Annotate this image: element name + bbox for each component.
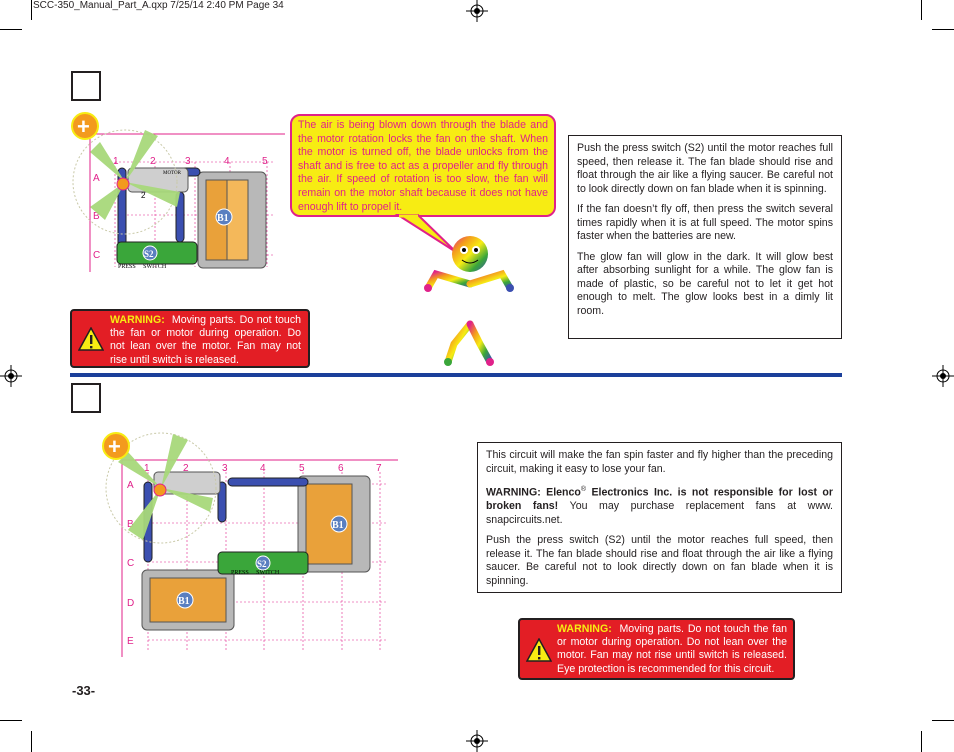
- speech-bubble-tail: [394, 214, 457, 253]
- grid-col-label: 4: [260, 463, 266, 474]
- switch-label: S2: [257, 559, 267, 569]
- crop-mark: [0, 29, 22, 30]
- motor-label: MOTOR: [163, 171, 182, 176]
- instruction-paragraph: The glow fan will glow in the dark. It w…: [577, 250, 833, 317]
- grid-row-label: C: [93, 250, 100, 261]
- plus-icon: +: [108, 434, 121, 459]
- page-number: -33-: [72, 683, 96, 698]
- grid-row-label: E: [127, 636, 134, 647]
- plus-icon: +: [77, 114, 90, 139]
- battery-label: B1: [178, 596, 190, 607]
- switch-text: PRESS SWITCH: [118, 264, 167, 270]
- warning-text: Moving parts. Do not touch the fan or mo…: [557, 623, 787, 675]
- grid-row-label: C: [127, 558, 134, 569]
- warning-text: Moving parts. Do not touch the fan or mo…: [110, 314, 302, 366]
- registration-mark-icon: [932, 365, 954, 387]
- grid-row-label: D: [127, 598, 134, 609]
- warning-box: WARNING: Moving parts. Do not touch the …: [70, 309, 310, 368]
- warning-label: WARNING:: [110, 314, 165, 326]
- instruction-paragraph: If the fan doesn’t fly off, then press t…: [577, 203, 833, 242]
- crop-mark: [932, 29, 954, 30]
- warning-label: WARNING:: [557, 623, 612, 635]
- registration-mark-icon: [466, 0, 488, 22]
- grid-row-label: A: [93, 173, 100, 184]
- instruction-paragraph: Push the press switch (S2) until the mot…: [577, 142, 833, 195]
- grid-col-label: 5: [299, 463, 305, 474]
- grid-col-label: 7: [376, 463, 382, 474]
- grid-col-label: 1: [144, 463, 150, 474]
- project2-instructions: This circuit will make the fan spin fast…: [477, 442, 842, 593]
- speech-bubble: The air is being blown down through the …: [290, 114, 556, 217]
- crop-mark: [921, 0, 922, 20]
- intro-paragraph: This circuit will make the fan spin fast…: [486, 449, 833, 475]
- warning-triangle-icon: [78, 327, 104, 351]
- switch-label: S2: [144, 249, 154, 259]
- grid-col-label: 3: [222, 463, 228, 474]
- grid-col-label: 3: [185, 156, 191, 167]
- grid-row-label: B: [127, 519, 134, 530]
- circuit-diagram-1: 1 2 3 4 5 A B C B1 2 MOTOR S2 PRESS SWIT…: [71, 112, 285, 272]
- fan-warning-paragraph: WARNING: Elenco® Electronics Inc. is not…: [486, 486, 833, 526]
- registration-mark-icon: [466, 730, 488, 752]
- grid-col-label: 5: [262, 156, 268, 167]
- instruction-paragraph: Push the press switch (S2) until the mot…: [486, 534, 833, 587]
- grid-col-label: 2: [183, 463, 189, 474]
- crop-mark: [921, 731, 922, 752]
- crop-mark: [31, 0, 32, 20]
- battery-label: B1: [217, 213, 229, 224]
- wire-number: 2: [141, 191, 146, 200]
- grid-col-label: 1: [113, 156, 119, 167]
- warning-box: WARNING: Moving parts. Do not touch the …: [518, 618, 795, 680]
- registration-mark-icon: [0, 365, 22, 387]
- switch-text: PRESS SWITCH: [231, 570, 280, 576]
- file-info-header: SCC-350_Manual_Part_A.qxp 7/25/14 2:40 P…: [33, 0, 284, 11]
- warning-triangle-icon: [526, 638, 552, 662]
- crop-mark: [932, 720, 954, 721]
- battery-label: B1: [332, 520, 344, 531]
- grid-row-label: B: [93, 211, 100, 222]
- crop-mark: [0, 720, 22, 721]
- cartoon-character-illustration: [424, 236, 514, 366]
- section-divider: [70, 373, 842, 377]
- grid-col-label: 2: [150, 156, 156, 167]
- project-number-box: [71, 383, 101, 413]
- project-number-box: [71, 71, 101, 101]
- circuit-diagram-2: 1 2 3 4 5 6 7 A B C D E B1 B1 S2 PRESS S…: [102, 432, 398, 657]
- grid-col-label: 4: [224, 156, 230, 167]
- grid-row-label: A: [127, 480, 134, 491]
- project1-instructions: Push the press switch (S2) until the mot…: [568, 135, 842, 339]
- grid-col-label: 6: [338, 463, 344, 474]
- crop-mark: [31, 731, 32, 752]
